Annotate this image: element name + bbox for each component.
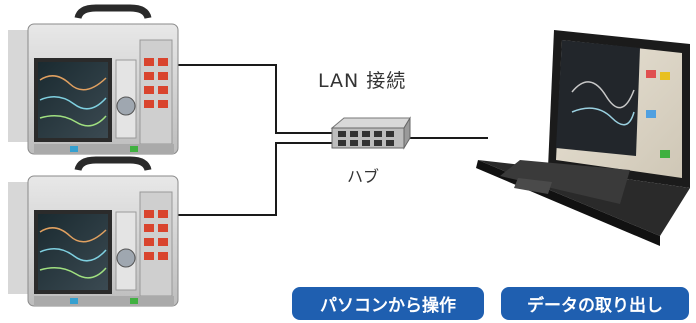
lan-connection-label: LAN 接続 bbox=[318, 70, 407, 92]
pc-operation-button[interactable]: パソコンから操作 bbox=[292, 287, 484, 320]
lan-cables bbox=[150, 64, 488, 216]
cable-recorder-2 bbox=[150, 142, 336, 216]
laptop-pc bbox=[476, 30, 690, 246]
hub-label: ハブ bbox=[347, 167, 380, 186]
cable-recorder-1 bbox=[150, 64, 336, 134]
data-extraction-button[interactable]: データの取り出し bbox=[501, 287, 689, 320]
recorder-device-1 bbox=[8, 4, 179, 155]
network-hub bbox=[330, 116, 411, 150]
recorder-device-2 bbox=[8, 156, 179, 307]
